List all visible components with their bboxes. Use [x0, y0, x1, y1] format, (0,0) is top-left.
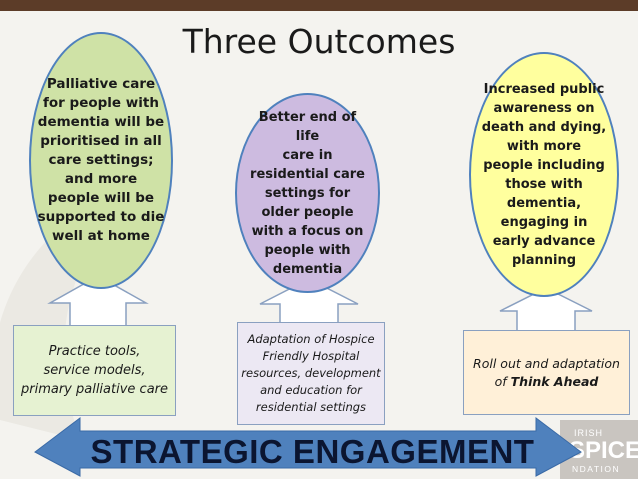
input-box-hospice-friendly: Adaptation of Hospice Friendly Hospital …	[237, 322, 385, 425]
outcome-text-3: Increased public awareness on death and …	[481, 81, 607, 268]
outcome-text-2: Better end of life care in residential c…	[250, 109, 365, 277]
input-box-practice-tools: Practice tools, service models, primary …	[13, 325, 176, 416]
input-text-1: Practice tools, service models, primary …	[20, 344, 169, 397]
input-text-2: Adaptation of Hospice Friendly Hospital …	[241, 332, 381, 414]
input-text-3-prefix: Roll out and adaptation of	[473, 355, 620, 389]
input-box-think-ahead: Roll out and adaptation of Think Ahead	[463, 330, 630, 415]
top-bar	[0, 0, 638, 11]
logo-line-1: IRISH	[574, 428, 604, 438]
logo-line-2: SPICE	[569, 437, 638, 464]
think-ahead-label: Think Ahead	[510, 373, 599, 389]
outcome-oval-palliative-care: Palliative care for people with dementia…	[29, 32, 173, 289]
slide-title: Three Outcomes	[182, 22, 456, 61]
input-text-3: Roll out and adaptation of Think Ahead	[473, 355, 620, 391]
up-arrow-center	[259, 278, 359, 325]
hospice-logo: IRISH SPICE NDATION	[568, 424, 638, 479]
strategic-arrow-body	[80, 433, 536, 466]
up-arrow-right	[499, 287, 593, 332]
up-arrow-left	[47, 275, 149, 327]
logo-line-3: NDATION	[572, 464, 621, 474]
outcome-oval-residential-care: Better end of life care in residential c…	[235, 93, 380, 293]
strategic-engagement-label: STRATEGIC ENGAGEMENT	[90, 433, 535, 470]
outcome-oval-public-awareness: Increased public awareness on death and …	[469, 52, 619, 297]
outcome-text-1: Palliative care for people with dementia…	[37, 76, 165, 244]
